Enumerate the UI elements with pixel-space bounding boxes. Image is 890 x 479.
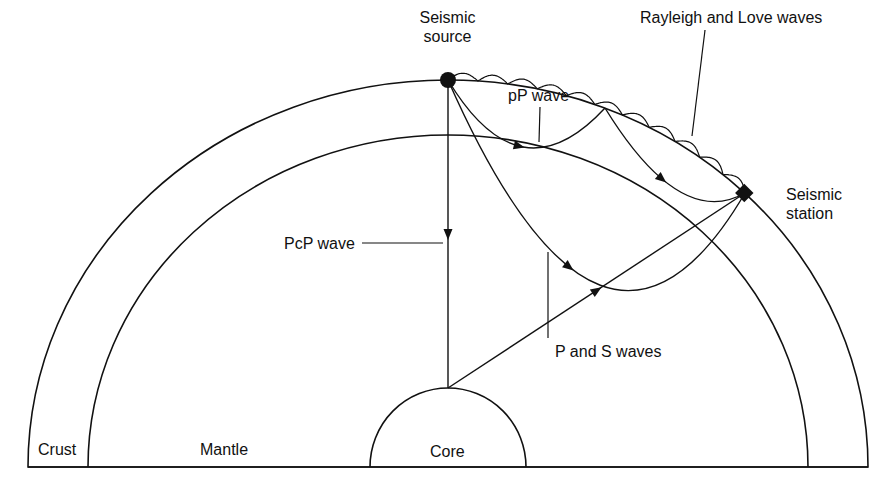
wave-label: Rayleigh and Love waves bbox=[640, 8, 822, 27]
pp-ray-leg bbox=[605, 108, 745, 202]
source-label: Seismic source bbox=[400, 8, 495, 46]
wave-label: P and S waves bbox=[555, 342, 661, 361]
leader-line bbox=[539, 107, 540, 142]
layer-label: Mantle bbox=[200, 440, 248, 459]
station-label: Seismic station bbox=[786, 185, 866, 223]
layer-label: Crust bbox=[38, 440, 76, 459]
arrowhead bbox=[590, 283, 604, 297]
earth-surface bbox=[28, 80, 868, 467]
surface-wave bbox=[448, 73, 745, 193]
leader-line bbox=[547, 252, 548, 338]
leader-line bbox=[692, 30, 705, 136]
arrowhead bbox=[655, 172, 669, 186]
core-boundary bbox=[370, 388, 526, 467]
arrowhead bbox=[513, 140, 526, 151]
leader-line bbox=[362, 242, 443, 243]
layer-label: Core bbox=[430, 442, 465, 461]
arrowhead bbox=[562, 260, 576, 274]
wave-label: pP wave bbox=[508, 86, 569, 105]
baseline bbox=[28, 466, 868, 468]
pp-ray-leg bbox=[448, 80, 605, 148]
source-dot bbox=[440, 72, 456, 88]
station-square bbox=[735, 184, 753, 202]
pcp-ray-up bbox=[448, 193, 745, 388]
wave-label: PcP wave bbox=[284, 234, 355, 253]
p-s-ray bbox=[448, 80, 745, 291]
arrowhead bbox=[444, 229, 453, 240]
